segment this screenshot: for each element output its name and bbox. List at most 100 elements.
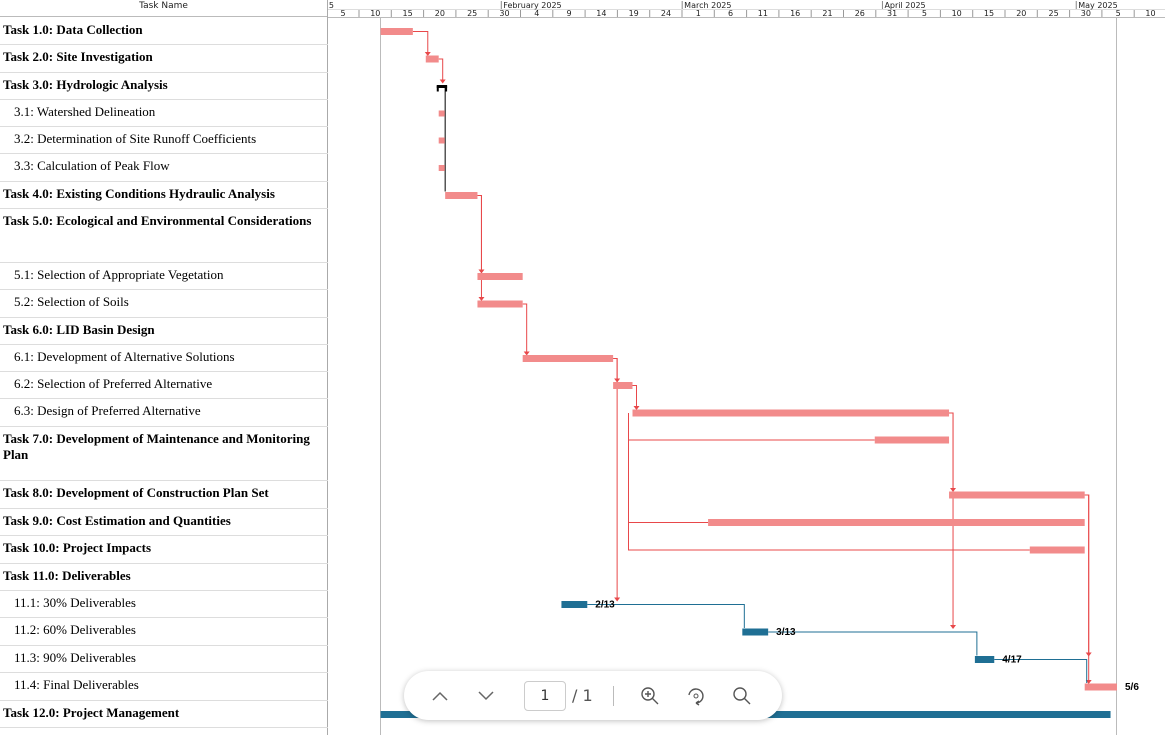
gantt-bar[interactable] [477,300,523,308]
month-label: February 2025 [503,1,561,10]
search-button[interactable] [730,684,754,708]
gantt-bar[interactable] [613,382,633,389]
tick-label: 5 [340,9,345,18]
chevron-down-icon [478,690,494,700]
link-arrow-icon [523,351,530,356]
task-row[interactable]: 11.1: 30% Deliverables [0,591,328,618]
dependency-link [477,195,482,300]
dependency-link [613,358,618,601]
deliverable-link [768,631,978,656]
dependency-link [1084,494,1090,656]
page-number-input[interactable] [524,680,566,711]
gantt-bar[interactable] [438,137,445,144]
previous-page-button[interactable] [428,684,452,708]
link-arrow-icon [950,625,957,629]
task-row[interactable]: 6.3: Design of Preferred Alternative [0,399,328,427]
tick-label: 9 [567,9,572,18]
task-row[interactable]: Task 6.0: LID Basin Design [0,318,328,345]
link-arrow-icon [478,297,485,301]
tick-label: 15 [984,9,994,18]
gantt-bar[interactable] [425,55,439,63]
tick-label: 5 [922,9,927,18]
task-row[interactable]: Task 8.0: Development of Construction Pl… [0,481,328,509]
task-row[interactable]: 11.3: 90% Deliverables [0,646,328,673]
task-row[interactable]: Task 3.0: Hydrologic Analysis [0,73,328,100]
zoom-in-button[interactable] [638,684,662,708]
task-row[interactable]: 6.2: Selection of Preferred Alternative [0,372,328,399]
task-row[interactable]: Task 9.0: Cost Estimation and Quantities [0,509,328,536]
tick-label: 4 [534,9,539,18]
link-arrow-icon [614,597,621,602]
gantt-bar[interactable] [742,628,769,636]
gantt-bar[interactable] [380,28,413,35]
dependency-link [1084,494,1090,683]
task-row[interactable]: 11.4: Final Deliverables [0,673,328,701]
month-label: April 2025 [884,1,925,10]
link-arrow-icon [633,406,640,410]
task-row[interactable]: 5.2: Selection of Soils [0,290,328,318]
tick-label: 20 [1016,9,1026,18]
gantt-bar[interactable] [1029,546,1085,554]
tick-label: 19 [629,9,639,18]
dependency-link [949,412,954,628]
deliverable-link [587,604,745,628]
tick-label: 25 [467,9,477,18]
tick-label: 15 [403,9,413,18]
toolbar-divider [612,685,614,706]
dependency-link [522,303,528,355]
link-arrow-icon [439,79,446,84]
summary-end [445,85,448,92]
dependency-link [412,31,429,55]
gantt-bar[interactable] [949,491,1085,499]
task-row[interactable]: 3.2: Determination of Site Runoff Coeffi… [0,127,328,154]
task-row[interactable]: Task 7.0: Development of Maintenance and… [0,427,328,481]
rotate-button[interactable] [684,684,708,708]
gantt-bar[interactable] [436,85,448,88]
task-row[interactable]: Task 2.0: Site Investigation [0,45,328,73]
dependency-link [949,412,954,491]
rotate-icon [687,687,704,706]
zoom-in-icon [640,686,659,704]
page-total: / 1 [572,686,593,705]
task-row[interactable]: 3.1: Watershed Delineation [0,100,328,127]
tick-label: 1 [696,9,701,18]
dependency-link [632,385,637,409]
gantt-bar[interactable] [438,165,445,171]
tick-label: 10 [952,9,962,18]
task-row[interactable]: Task 10.0: Project Impacts [0,536,328,564]
gantt-bar[interactable] [1084,683,1117,691]
dependency-link [628,413,1030,551]
task-row[interactable]: Task 12.0: Project Management [0,701,328,728]
task-row[interactable]: 5.1: Selection of Appropriate Vegetation [0,263,328,290]
tick-label: 14 [596,9,606,18]
gantt-bar[interactable] [974,656,995,663]
task-row[interactable]: 6.1: Development of Alternative Solution… [0,345,328,372]
gantt-bar[interactable] [632,409,950,417]
task-row[interactable]: Task 11.0: Deliverables [0,564,328,591]
task-row[interactable]: 3.3: Calculation of Peak Flow [0,154,328,182]
next-page-button[interactable] [474,684,498,708]
task-row[interactable]: Task 1.0: Data Collection [0,18,328,45]
gantt-bar[interactable] [874,436,950,444]
gantt-bar[interactable] [438,110,445,117]
tick-label: 26 [855,9,865,18]
tick-label: 20 [435,9,445,18]
gantt-bar[interactable] [561,601,588,608]
gantt-bar[interactable] [445,192,478,199]
task-row[interactable]: Task 4.0: Existing Conditions Hydraulic … [0,182,328,209]
link-arrow-icon [424,52,431,56]
chevron-up-icon [432,691,448,701]
gantt-bar[interactable] [708,519,1085,526]
dependency-link [613,358,618,382]
tick-label: 30 [499,9,509,18]
task-row[interactable]: Task 5.0: Ecological and Environmental C… [0,209,328,263]
tick-label: 31 [887,9,897,18]
gantt-bar[interactable] [477,273,523,280]
gantt-bar[interactable] [522,355,614,362]
deliverable-link [994,659,1088,683]
dependency-link [438,58,444,83]
task-row[interactable]: 11.2: 60% Deliverables [0,618,328,646]
